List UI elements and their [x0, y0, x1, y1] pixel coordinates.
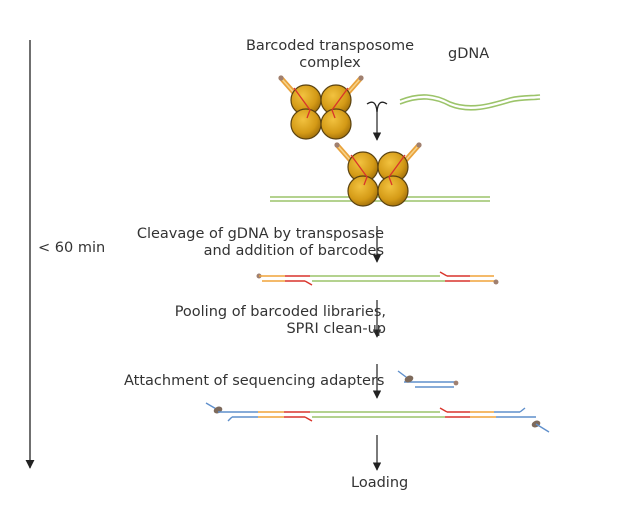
gdna-strand [399, 94, 541, 111]
pooling-label-line1: Pooling of barcoded libraries, [174, 304, 386, 320]
attachment-label: Attachment of sequencing adapters [124, 373, 385, 389]
time-label: < 60 min [38, 240, 106, 256]
gdna-label: gDNA [448, 46, 490, 62]
complex-label-line2: complex [299, 55, 361, 71]
transposome-complex-bound [334, 142, 422, 207]
final-library-fragment [205, 402, 550, 433]
pooling-label-line2: SPRI clean-up [286, 321, 386, 337]
cleavage-label: Cleavage of gDNA by transposase and addi… [110, 226, 384, 260]
pooling-label: Pooling of barcoded libraries, SPRI clea… [120, 304, 386, 338]
loading-label: Loading [351, 475, 409, 491]
barcoded-fragment [256, 271, 499, 286]
transposome-complex-top [278, 75, 364, 140]
cleavage-label-line1: Cleavage of gDNA by transposase [136, 226, 384, 242]
sequencing-adapter [397, 370, 459, 388]
complex-label-line1: Barcoded transposome [245, 38, 415, 54]
complex-label: Barcoded transposome complex [230, 38, 430, 72]
cleavage-label-line2: and addition of barcodes [203, 243, 384, 259]
